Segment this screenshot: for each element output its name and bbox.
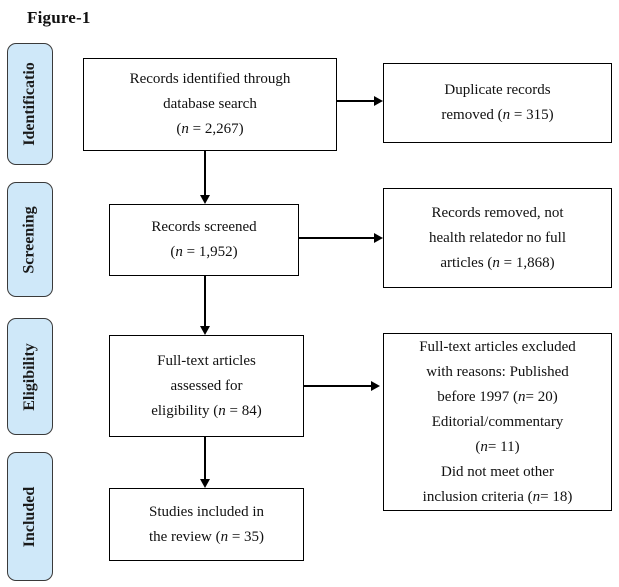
- stage-eligibility-label: Eligibility: [21, 342, 39, 411]
- arrow-shaft: [204, 151, 206, 196]
- box-records-identified-line: database search: [163, 96, 257, 112]
- box-fulltext-assessed-line: assessed for: [170, 377, 243, 394]
- stage-identification: Identificatio: [7, 43, 53, 165]
- box-studies-included: Studies included in the review (n = 35): [109, 488, 304, 561]
- figure-title: Figure-1: [27, 8, 91, 27]
- box-duplicates-removed: Duplicate records removed (n = 315): [383, 63, 612, 143]
- arrow-fulltext-to-included: [200, 437, 210, 488]
- box-studies-included-line: Studies included in: [149, 503, 264, 520]
- box-fulltext-assessed: Full-text articles assessed for eligibil…: [109, 335, 304, 437]
- box-records-removed-line: Records removed, not: [431, 204, 564, 221]
- arrow-identified-to-duplicates: [337, 96, 383, 106]
- box-records-removed: Records removed, not health relatedor no…: [383, 188, 612, 288]
- box-fulltext-excluded-line: before 1997 (n= 20): [437, 388, 558, 405]
- box-records-screened-line: Records screened: [151, 219, 257, 235]
- box-records-screened: Records screened (n = 1,952): [109, 204, 299, 276]
- box-fulltext-excluded-line: (n= 11): [475, 438, 520, 455]
- arrow-shaft: [204, 276, 206, 327]
- box-fulltext-excluded: Full-text articles excluded with reasons…: [383, 333, 612, 511]
- stage-included-label: Included: [21, 486, 38, 547]
- box-duplicates-removed-line: removed (n = 315): [441, 107, 554, 123]
- arrowhead-right-icon: [374, 96, 383, 106]
- box-records-identified: Records identified through database sear…: [83, 58, 337, 151]
- box-records-removed-line: articles (n = 1,868): [440, 254, 555, 271]
- box-fulltext-assessed-line: eligibility (n = 84): [151, 402, 262, 419]
- arrow-fulltext-to-excluded: [304, 381, 380, 391]
- arrow-shaft: [337, 100, 375, 102]
- arrowhead-right-icon: [371, 381, 380, 391]
- stage-identification-label: Identificatio: [21, 62, 39, 146]
- box-fulltext-excluded-line: inclusion criteria (n= 18): [422, 488, 573, 505]
- arrow-shaft: [304, 385, 372, 387]
- box-fulltext-excluded-line: Editorial/commentary: [431, 413, 564, 430]
- arrow-screened-to-fulltext: [200, 276, 210, 335]
- stage-screening-label: Screening: [21, 205, 39, 274]
- box-records-removed-line: health relatedor no full: [428, 229, 567, 246]
- arrowhead-down-icon: [200, 195, 210, 204]
- box-fulltext-excluded-line: Did not meet other: [441, 463, 554, 480]
- stage-included: Included: [7, 452, 53, 581]
- stage-screening: Screening: [7, 182, 53, 297]
- box-records-identified-line: Records identified through: [129, 71, 291, 87]
- box-studies-included-line: the review (n = 35): [148, 528, 265, 545]
- box-fulltext-excluded-line: Full-text articles excluded: [419, 338, 576, 355]
- box-fulltext-assessed-line: Full-text articles: [157, 352, 256, 369]
- box-records-screened-line: (n = 1,952): [170, 244, 238, 260]
- box-duplicates-removed-line: Duplicate records: [444, 82, 551, 98]
- arrow-screened-to-removed: [299, 233, 383, 243]
- box-fulltext-excluded-line: with reasons: Published: [426, 363, 569, 380]
- arrowhead-right-icon: [374, 233, 383, 243]
- stage-eligibility: Eligibility: [7, 318, 53, 435]
- arrowhead-down-icon: [200, 479, 210, 488]
- box-records-identified-line: (n = 2,267): [176, 121, 244, 137]
- arrow-shaft: [299, 237, 375, 239]
- arrowhead-down-icon: [200, 326, 210, 335]
- arrow-shaft: [204, 437, 206, 480]
- arrow-identified-to-screened: [200, 151, 210, 204]
